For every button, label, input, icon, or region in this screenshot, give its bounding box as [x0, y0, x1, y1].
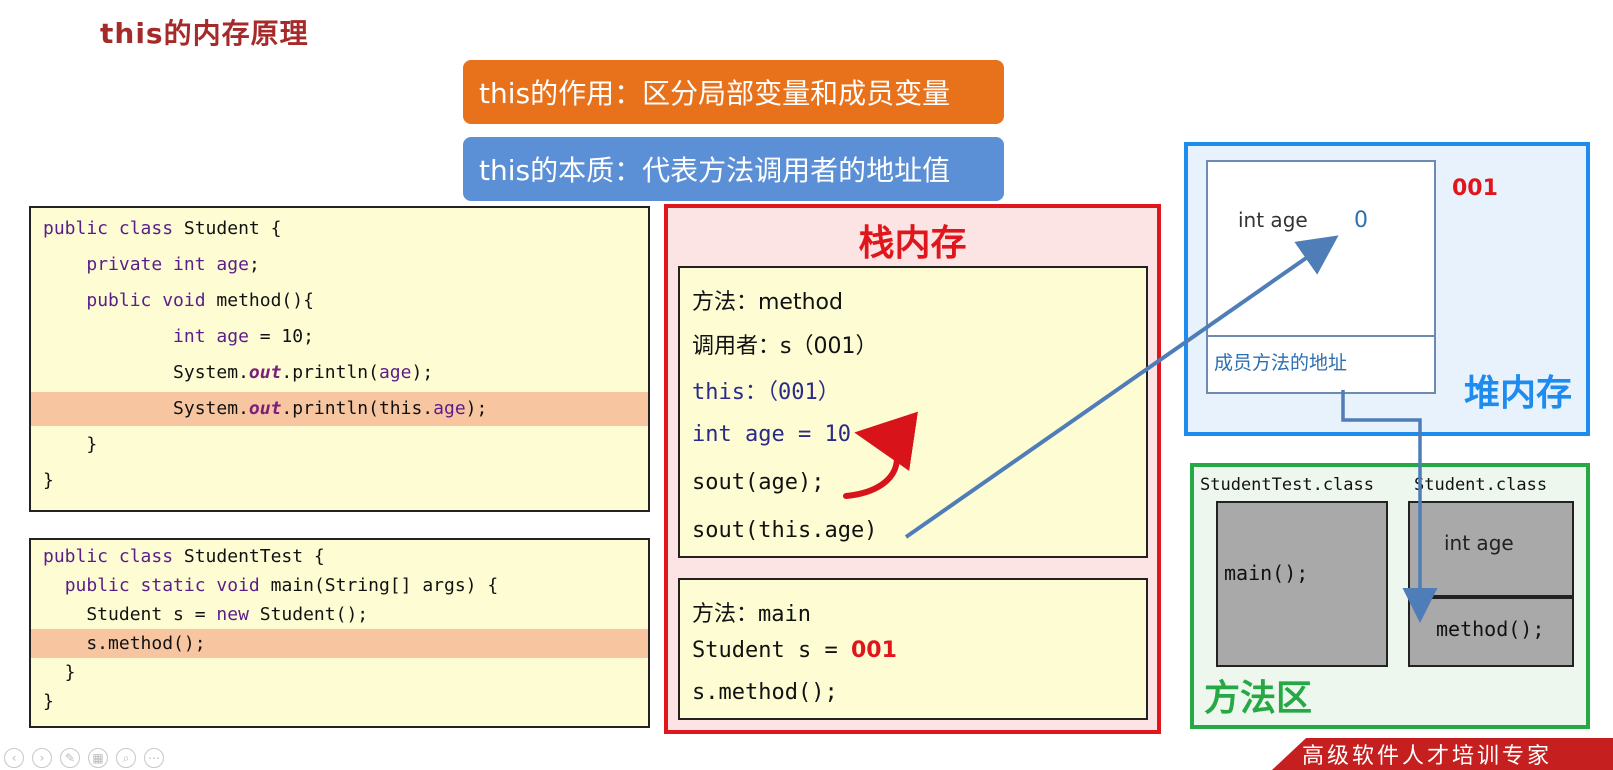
- prev-slide-icon[interactable]: ‹: [4, 748, 24, 768]
- frame-caller: 调用者：s（001）: [692, 334, 878, 359]
- heap-object-divider: [1208, 335, 1434, 337]
- frame-main-address: 001: [850, 638, 897, 663]
- heap-memory-area: int age 0 成员方法的地址 001 堆内存: [1184, 142, 1590, 436]
- method-area: StudentTest.class Student.class main(); …: [1190, 463, 1590, 729]
- code-line: }: [43, 434, 98, 455]
- stack-memory-title: 栈内存: [858, 223, 967, 264]
- next-slide-icon[interactable]: ›: [32, 748, 52, 768]
- class-studenttest-method: main();: [1224, 561, 1309, 585]
- frame-sout-this-age: sout(this.age): [692, 518, 878, 543]
- heap-method-address-label: 成员方法的地址: [1214, 352, 1348, 374]
- frame-main-decl-text: Student s =: [692, 638, 851, 663]
- class-student-field: int age: [1444, 531, 1514, 555]
- frame-main-decl: Student s = 001: [692, 638, 897, 663]
- code-line-highlighted: System.out.println(this.age);: [31, 392, 648, 426]
- student-test-class-code: public class StudentTest { public static…: [29, 538, 650, 728]
- this-nature-banner: this的本质：代表方法调用者的地址值: [463, 137, 1004, 201]
- code-line: public static void main(String[] args) {: [64, 575, 499, 596]
- code-line: public void method(){: [86, 290, 314, 311]
- frame-local-age: int age = 10: [692, 422, 851, 447]
- frame-method-name: 方法：method: [692, 290, 843, 315]
- stack-memory-area: 栈内存 方法：method 调用者：s（001） this：（001） int …: [664, 204, 1161, 734]
- method-area-title: 方法区: [1204, 678, 1313, 719]
- method-stack-frame: 方法：method 调用者：s（001） this：（001） int age …: [678, 266, 1148, 558]
- class-student-field-box: int age: [1408, 501, 1574, 597]
- code-line-highlighted: s.method();: [31, 629, 648, 658]
- this-role-banner: this的作用：区分局部变量和成员变量: [463, 60, 1004, 124]
- code-line: }: [43, 691, 54, 712]
- code-line: public class StudentTest {: [43, 546, 325, 567]
- slides-grid-icon[interactable]: ▦: [88, 748, 108, 768]
- class-student-name: Student.class: [1414, 475, 1548, 495]
- pen-icon[interactable]: ✎: [60, 748, 80, 768]
- more-options-icon[interactable]: ⋯: [144, 748, 164, 768]
- method-address-to-class-arrow: [1341, 390, 1438, 623]
- student-class-code: public class Student { private int age; …: [29, 206, 650, 512]
- local-age-lookup-arrow: [843, 411, 919, 499]
- slide-toolbar[interactable]: ‹ › ✎ ▦ ⌕ ⋯: [4, 748, 164, 768]
- main-stack-frame: 方法：main Student s = 001 s.method();: [678, 578, 1148, 720]
- heap-field-value: 0: [1354, 208, 1368, 233]
- heap-field-label: int age: [1238, 208, 1308, 232]
- code-line: System.out.println(age);: [43, 362, 434, 383]
- code-line: private int age;: [86, 254, 260, 275]
- page-title: this的内存原理: [100, 17, 309, 50]
- frame-main-name: 方法：main: [692, 602, 811, 627]
- class-student-method: method();: [1436, 617, 1545, 641]
- heap-memory-title: 堆内存: [1463, 373, 1572, 414]
- code-line: }: [43, 662, 76, 683]
- class-studenttest-box: main();: [1216, 501, 1388, 667]
- frame-this-value: this：（001）: [692, 380, 840, 405]
- zoom-icon[interactable]: ⌕: [116, 748, 136, 768]
- frame-sout-age: sout(age);: [692, 470, 825, 495]
- code-line: Student s = new Student();: [43, 604, 369, 625]
- frame-main-call: s.method();: [692, 680, 838, 705]
- footer-slogan: 高级软件人才培训专家: [1272, 738, 1613, 770]
- heap-student-object: int age 0 成员方法的地址: [1206, 160, 1436, 394]
- code-line: }: [43, 470, 54, 491]
- this-age-to-heap-arrow: [904, 235, 1339, 539]
- code-line: public class Student {: [43, 218, 282, 239]
- code-line: int age = 10;: [173, 326, 314, 347]
- class-studenttest-name: StudentTest.class: [1200, 475, 1374, 495]
- heap-object-address: 001: [1452, 176, 1498, 201]
